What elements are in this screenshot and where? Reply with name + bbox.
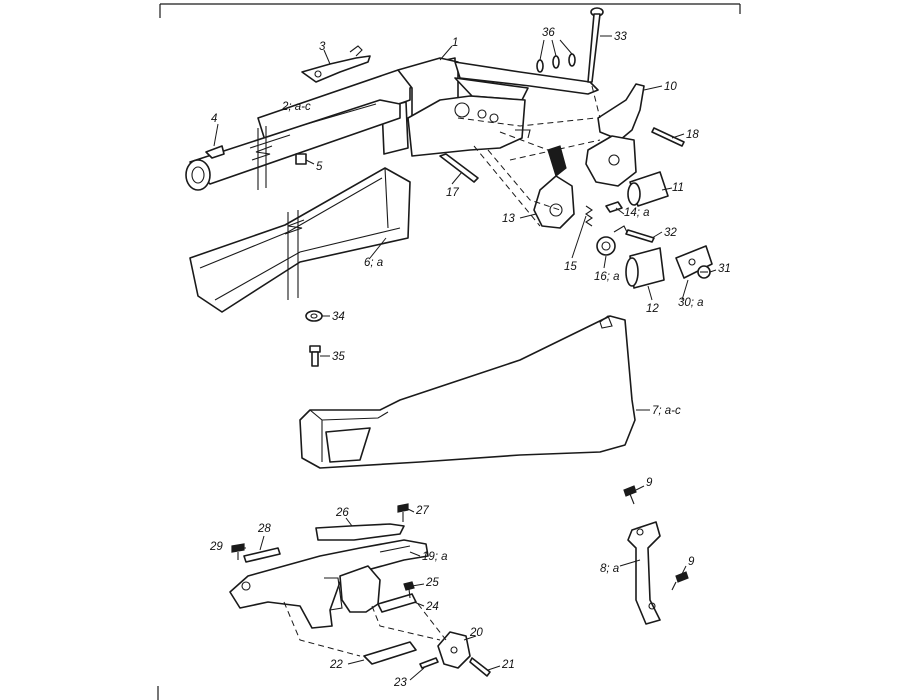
- callout-3: 3: [319, 41, 326, 53]
- callout-33: 33: [614, 31, 627, 43]
- callout-9-bottom: 9: [688, 556, 695, 568]
- callout-7: 7; a-c: [652, 405, 681, 417]
- part-28-strip: [243, 547, 281, 563]
- part-11-pin: [627, 171, 669, 207]
- callout-31: 31: [718, 263, 731, 275]
- callout-28: 28: [257, 523, 271, 535]
- part-35-screw: [309, 345, 321, 367]
- part-29-screw: [231, 543, 245, 560]
- part-18-pin: [651, 127, 685, 147]
- part-24-plate: [377, 593, 417, 613]
- callout-27: 27: [415, 505, 429, 517]
- callout-24: 24: [425, 601, 439, 613]
- callout-36: 36: [542, 27, 555, 39]
- callout-26: 26: [335, 507, 349, 519]
- part-13-lever: [533, 145, 575, 229]
- callout-32: 32: [664, 227, 677, 239]
- part-16-washer: [596, 225, 629, 256]
- callout-10: 10: [664, 81, 677, 93]
- callout-14: 14; a: [624, 207, 650, 219]
- part-25-screw: [403, 581, 415, 599]
- callout-25: 25: [425, 577, 439, 589]
- part-8-buttplate: [627, 521, 661, 625]
- callout-35: 35: [332, 351, 345, 363]
- part-19-lever: [229, 539, 429, 629]
- part-4-front-sight: [205, 145, 225, 159]
- callout-9-top: 9: [646, 477, 653, 489]
- callout-34: 34: [332, 311, 345, 323]
- callout-30: 30; a: [678, 297, 704, 309]
- callout-21: 21: [501, 659, 515, 671]
- callout-13: 13: [502, 213, 515, 225]
- part-31-screw: [697, 265, 711, 279]
- callout-12: 12: [646, 303, 659, 315]
- callout-20: 20: [469, 627, 483, 639]
- callout-29: 29: [209, 541, 223, 553]
- callout-23: 23: [393, 677, 407, 689]
- part-17-screw: [439, 153, 479, 183]
- part-12-pin: [625, 247, 665, 289]
- part-7-buttstock: [299, 315, 636, 469]
- callout-15: 15: [564, 261, 577, 273]
- part-5-stud: [295, 153, 307, 165]
- callout-19: 19; a: [422, 551, 448, 563]
- callout-17: 17: [446, 187, 459, 199]
- part-32-pin: [625, 229, 655, 243]
- callout-labels: 1 2; a-c 3 4 5 6; a 7; a-c 8; a 9 9 10 1…: [209, 27, 731, 689]
- callout-1: 1: [452, 37, 458, 49]
- part-1-receiver: [257, 57, 599, 157]
- callout-8: 8; a: [600, 563, 619, 575]
- part-14-detent: [605, 201, 623, 213]
- part-34-nut: [305, 310, 323, 322]
- callout-4: 4: [211, 113, 217, 125]
- assembly-dashed-lines: [283, 85, 601, 657]
- callout-6: 6; a: [364, 257, 383, 269]
- part-33-screw: [587, 7, 604, 83]
- part-27-screw: [397, 503, 409, 522]
- part-3-sight: [301, 45, 371, 83]
- callout-2: 2; a-c: [281, 101, 311, 113]
- frame: [157, 3, 741, 700]
- callout-11: 11: [672, 182, 684, 194]
- part-21-pin: [469, 657, 491, 677]
- part-10-hammer: [585, 83, 645, 187]
- part-6-forend: [189, 167, 411, 313]
- part-23-pin: [419, 657, 439, 669]
- part-15-spring: [585, 205, 593, 227]
- callout-18: 18: [686, 129, 699, 141]
- part-22-spring: [363, 641, 417, 665]
- part-20-sear: [437, 631, 471, 669]
- part-36-studs: [536, 53, 576, 73]
- part-26-spring: [315, 523, 405, 541]
- callout-16: 16; a: [594, 271, 620, 283]
- part-30-plate: [675, 245, 713, 279]
- callout-22: 22: [329, 659, 343, 671]
- part-2-barrel: [185, 99, 401, 191]
- callout-5: 5: [316, 161, 323, 173]
- leader-lines: [213, 35, 717, 681]
